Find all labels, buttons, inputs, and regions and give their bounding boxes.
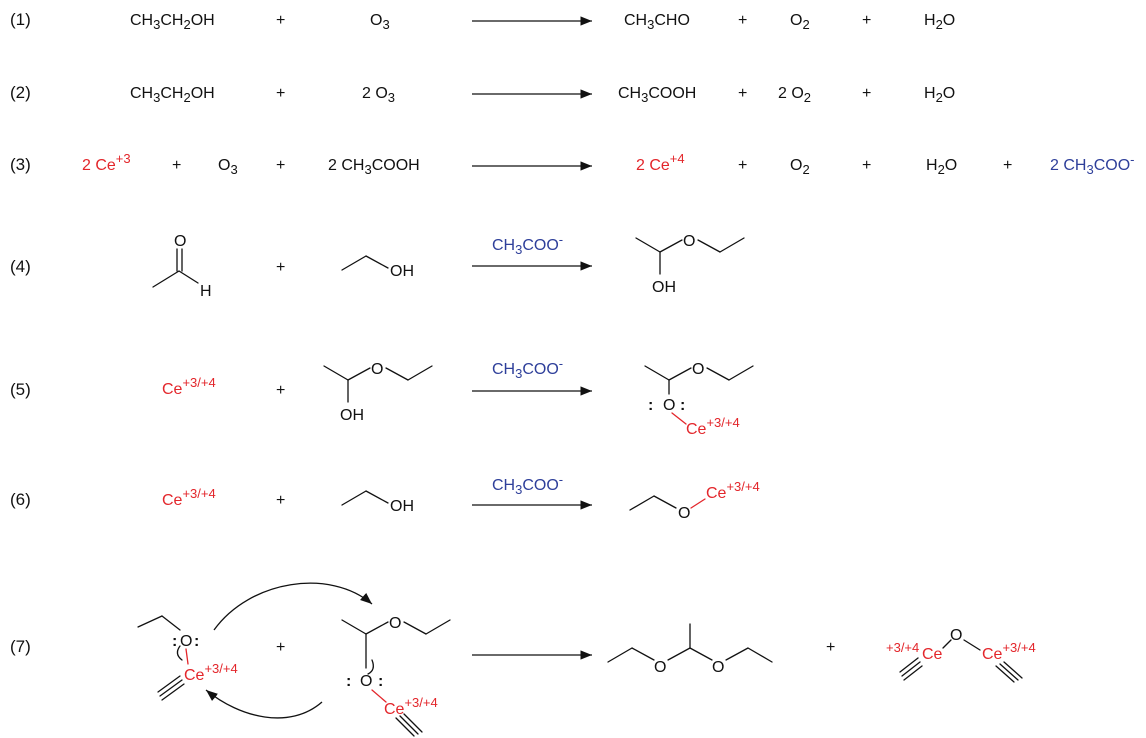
plus-sign: + <box>738 85 747 102</box>
reaction-3: (3) 2 Ce+3 + O3 + 2 CH3COOH 2 Ce+4 + O2 … <box>10 151 1134 177</box>
svg-text::: : <box>172 633 177 650</box>
structure-cerium-hemiacetal-complex: O : O : Ce+3/+4 <box>644 361 754 438</box>
formula-cerium-4: 2 Ce+4 <box>636 151 685 174</box>
formula-ethanol: CH3CH2OH <box>130 85 215 105</box>
formula-water: H2O <box>924 85 955 105</box>
structure-ethanol: OH <box>341 255 414 280</box>
svg-text:Ce+3/+4: Ce+3/+4 <box>982 640 1036 663</box>
formula-acetic-acid: 2 CH3COOH <box>328 157 420 177</box>
formula-acetaldehyde: CH3CHO <box>624 12 690 32</box>
electron-arrow <box>213 582 373 631</box>
structure-hemiacetal: O OH <box>323 361 433 424</box>
svg-text:O: O <box>692 361 704 378</box>
formula-cerium-3: 2 Ce+3 <box>82 151 131 174</box>
svg-text:O: O <box>360 673 372 690</box>
formula-water: H2O <box>924 12 955 32</box>
svg-text:O: O <box>663 397 675 414</box>
structure-hemiacetal: O OH <box>635 233 745 296</box>
reaction-7: (7) : O : Ce+3/+4 + O : O <box>10 582 1036 737</box>
svg-text:H: H <box>200 283 212 300</box>
formula-ozone: O3 <box>218 157 238 177</box>
svg-text:+3/+4: +3/+4 <box>886 640 919 655</box>
reaction-number: (1) <box>10 10 31 29</box>
svg-text:OH: OH <box>652 279 676 296</box>
arrow-label-acetate: CH3COO- <box>492 232 563 257</box>
plus-sign: + <box>276 12 285 29</box>
structure-cerium-hemiacetal-surface: O : O : Ce+3/+4 <box>341 615 451 737</box>
svg-text:O: O <box>389 615 401 632</box>
formula-cerium: Ce+3/+4 <box>162 375 216 398</box>
reaction-number: (5) <box>10 380 31 399</box>
plus-sign: + <box>276 259 285 276</box>
structure-cerium-ethoxide-surface: : O : Ce+3/+4 <box>137 615 238 701</box>
reaction-1: (1) CH3CH2OH + O3 CH3CHO + O2 + H2O <box>10 10 955 32</box>
reaction-6: (6) Ce+3/+4 + OH CH3COO- O Ce+3/+4 <box>10 472 760 522</box>
formula-water: H2O <box>926 157 957 177</box>
plus-sign: + <box>276 85 285 102</box>
svg-text:OH: OH <box>340 407 364 424</box>
svg-text:Ce+3/+4: Ce+3/+4 <box>384 695 438 718</box>
reaction-number: (2) <box>10 83 31 102</box>
structure-cerium-ethoxide: O Ce+3/+4 <box>629 479 760 522</box>
plus-sign: + <box>862 85 871 102</box>
svg-text:Ce+3/+4: Ce+3/+4 <box>706 479 760 502</box>
formula-ethanol: CH3CH2OH <box>130 12 215 32</box>
svg-text:O: O <box>950 627 962 644</box>
svg-text:Ce: Ce <box>922 646 943 663</box>
svg-text:OH: OH <box>390 498 414 515</box>
structure-acetal: O O <box>607 623 773 676</box>
reaction-number: (3) <box>10 155 31 174</box>
arrow-label-acetate: CH3COO- <box>492 472 563 497</box>
plus-sign: + <box>276 639 285 656</box>
reaction-number: (7) <box>10 637 31 656</box>
svg-text:O: O <box>683 233 695 250</box>
plus-sign: + <box>1003 157 1012 174</box>
reaction-number: (4) <box>10 257 31 276</box>
structure-ethanol: OH <box>341 490 414 515</box>
formula-ozone: 2 O3 <box>362 85 395 105</box>
svg-text:O: O <box>712 659 724 676</box>
svg-text:Ce+3/+4: Ce+3/+4 <box>686 415 740 438</box>
plus-sign: + <box>862 12 871 29</box>
svg-text::: : <box>346 673 351 690</box>
plus-sign: + <box>276 382 285 399</box>
svg-text:O: O <box>180 633 192 650</box>
reaction-4: (4) O H + OH CH3COO- O OH <box>10 232 745 300</box>
reaction-5: (5) Ce+3/+4 + O OH CH3COO- O : O : Ce+3/… <box>10 356 754 438</box>
reaction-number: (6) <box>10 490 31 509</box>
svg-text:O: O <box>654 659 666 676</box>
formula-acetate: 2 CH3COO- <box>1050 152 1134 177</box>
formula-oxygen: O2 <box>790 157 810 177</box>
plus-sign: + <box>826 639 835 656</box>
svg-text::: : <box>648 397 653 414</box>
plus-sign: + <box>738 12 747 29</box>
svg-text:Ce+3/+4: Ce+3/+4 <box>184 661 238 684</box>
svg-text:O: O <box>678 505 690 522</box>
formula-acetic-acid: CH3COOH <box>618 85 696 105</box>
formula-ozone: O3 <box>370 12 390 32</box>
arrow-label-acetate: CH3COO- <box>492 356 563 381</box>
svg-text::: : <box>194 633 199 650</box>
plus-sign: + <box>172 157 181 174</box>
svg-text::: : <box>378 673 383 690</box>
svg-text:O: O <box>371 361 383 378</box>
plus-sign: + <box>276 492 285 509</box>
structure-acetaldehyde: O H <box>152 233 212 300</box>
svg-text:O: O <box>174 233 186 250</box>
plus-sign: + <box>738 157 747 174</box>
reaction-2: (2) CH3CH2OH + 2 O3 CH3COOH + 2 O2 + H2O <box>10 83 955 105</box>
svg-text:OH: OH <box>390 263 414 280</box>
formula-oxygen: O2 <box>790 12 810 32</box>
svg-text::: : <box>680 397 685 414</box>
formula-oxygen: 2 O2 <box>778 85 811 105</box>
plus-sign: + <box>276 157 285 174</box>
electron-arrow <box>205 689 323 719</box>
plus-sign: + <box>862 157 871 174</box>
formula-cerium: Ce+3/+4 <box>162 486 216 509</box>
structure-ceria-oxo-bridge: +3/+4 Ce O Ce+3/+4 <box>886 627 1036 683</box>
